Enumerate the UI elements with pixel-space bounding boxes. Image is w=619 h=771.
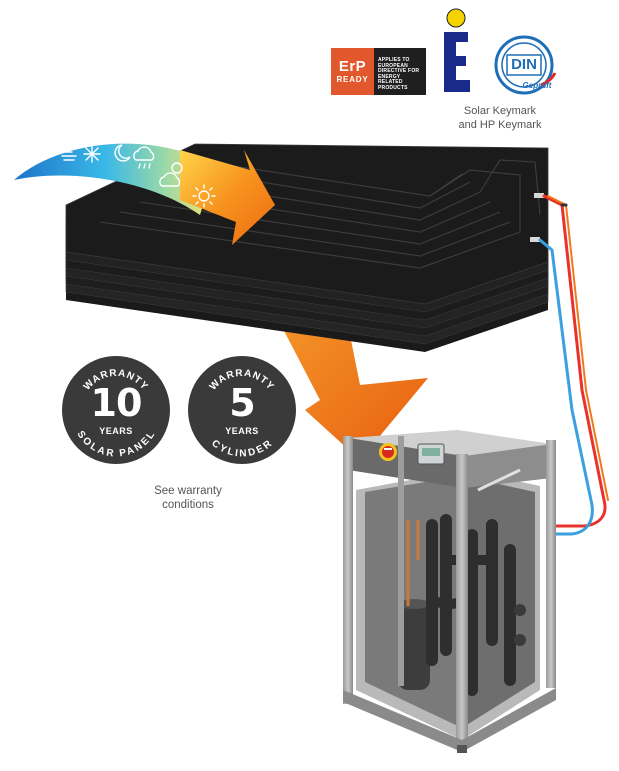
badge-years: YEARS [225,426,259,436]
din-logo: DIN Geprüft [489,33,563,97]
erp-description: APPLIES TO EUROPEAN DIRECTIVE FOR ENERGY… [378,57,420,91]
sun-cloud-icon [159,162,183,187]
warranty-note: See warranty conditions [118,484,258,512]
pipes [538,194,609,536]
erp-ready-label: READY [336,74,369,84]
sun-icon [192,184,216,208]
erp-label: ErP [338,57,367,75]
badge-arc-text: WARRANTY CYLINDER [208,368,275,460]
keymark-line-1: Solar Keymark [463,105,537,117]
badge-arc-text: WARRANTY SOLAR PANEL [74,368,156,460]
din-geprueft-text: Geprüft [522,81,552,90]
warranty-badge-solar-panel: WARRANTY SOLAR PANEL 10 YEARS [62,356,170,464]
energy-arrow [14,143,275,245]
moon-icon [114,144,131,162]
keymark-logo-icon [444,8,470,92]
badge-years: YEARS [99,426,133,436]
keymark-line-2: and HP Keymark [458,119,542,131]
din-ring-icon [494,35,557,95]
heat-pump-unit [343,430,556,753]
keymark-caption: Solar Keymark and HP Keymark [430,104,570,132]
badge-bottom-text: CYLINDER [209,438,273,460]
down-arrow [268,300,428,460]
badge-number: 10 [90,381,143,425]
warranty-badge-cylinder: WARRANTY CYLINDER 5 YEARS [188,356,296,464]
warranty-note-line-1: See warranty [154,485,222,497]
erp-ready-badge: ErP READY APPLIES TO EUROPEAN DIRECTIVE … [331,48,426,95]
svg-text:CYLINDER: CYLINDER [209,438,274,460]
warranty-note-line-2: conditions [162,499,214,511]
din-text: DIN [511,56,537,73]
badge-number: 5 [229,381,255,425]
wind-icon [61,151,77,161]
snowflake-icon [83,145,101,163]
rain-cloud-icon [133,146,155,169]
solar-panel [65,143,549,352]
